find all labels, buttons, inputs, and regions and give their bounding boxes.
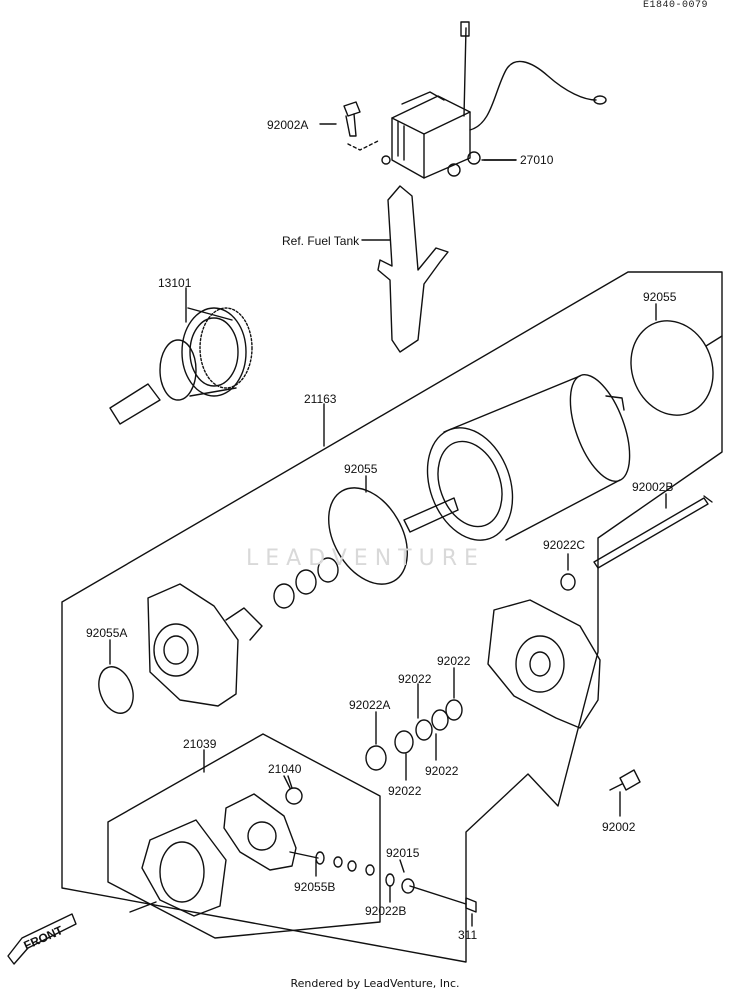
callout-92022-a: 92022 [437, 654, 471, 668]
callout-ref-fuel-tank: Ref. Fuel Tank [282, 234, 360, 248]
leader-21040 [283, 775, 291, 789]
callout-21040: 21040 [268, 762, 302, 776]
callout-92002B: 92002B [632, 480, 674, 494]
callout-92055A: 92055A [86, 626, 128, 640]
callout-92022B: 92022B [365, 904, 407, 918]
callout-92022A: 92022A [349, 698, 391, 712]
terminal-bolt-parts [289, 851, 477, 927]
rear-cover [487, 599, 601, 729]
callout-92055B: 92055B [294, 880, 336, 894]
o-ring-92055-top [630, 303, 723, 416]
bolt-92002A [343, 101, 381, 151]
callout-92022-d: 92022 [388, 784, 422, 798]
subassembly-outline-21039 [107, 733, 381, 939]
nut-92022C [560, 553, 576, 591]
callout-92022C: 92022C [543, 538, 586, 552]
pinion-clutch-13101 [109, 287, 253, 425]
brush-holder-plate [223, 775, 303, 871]
callout-92055-top: 92055 [643, 290, 677, 304]
callout-92002: 92002 [602, 820, 636, 834]
callout-311: 311 [458, 928, 478, 942]
through-bolt-92002B [593, 493, 713, 569]
callout-13101: 13101 [158, 276, 192, 290]
callout-21163: 21163 [304, 392, 337, 406]
front-arrow: FRONT [7, 913, 77, 965]
washers-armature [273, 557, 339, 609]
commutator-end-frame [129, 819, 227, 917]
bracket-ref-fuel-tank [377, 185, 449, 353]
washers-92022 [365, 667, 463, 781]
starter-relay-27010 [381, 21, 607, 179]
motor-yoke-21163 [403, 374, 631, 541]
callout-92022-c: 92022 [425, 764, 459, 778]
callout-21039: 21039 [183, 737, 217, 751]
callout-92015: 92015 [386, 846, 420, 860]
o-ring-92055-mid [328, 487, 408, 585]
assembly-outline-21163 [61, 271, 723, 963]
callout-92002A: 92002A [267, 118, 309, 132]
watermark-text: LEADVENTURE [246, 546, 485, 571]
callout-92022-b: 92022 [398, 672, 432, 686]
drawing-code: E1840-0079 [642, 0, 708, 11]
front-cover [147, 583, 263, 707]
bolt-92002 [609, 769, 641, 817]
o-ring-92055A [98, 666, 134, 714]
footer-credit: Rendered by LeadVenture, Inc. [290, 977, 460, 990]
callout-27010: 27010 [520, 153, 554, 167]
callout-92055-mid: 92055 [344, 462, 378, 476]
